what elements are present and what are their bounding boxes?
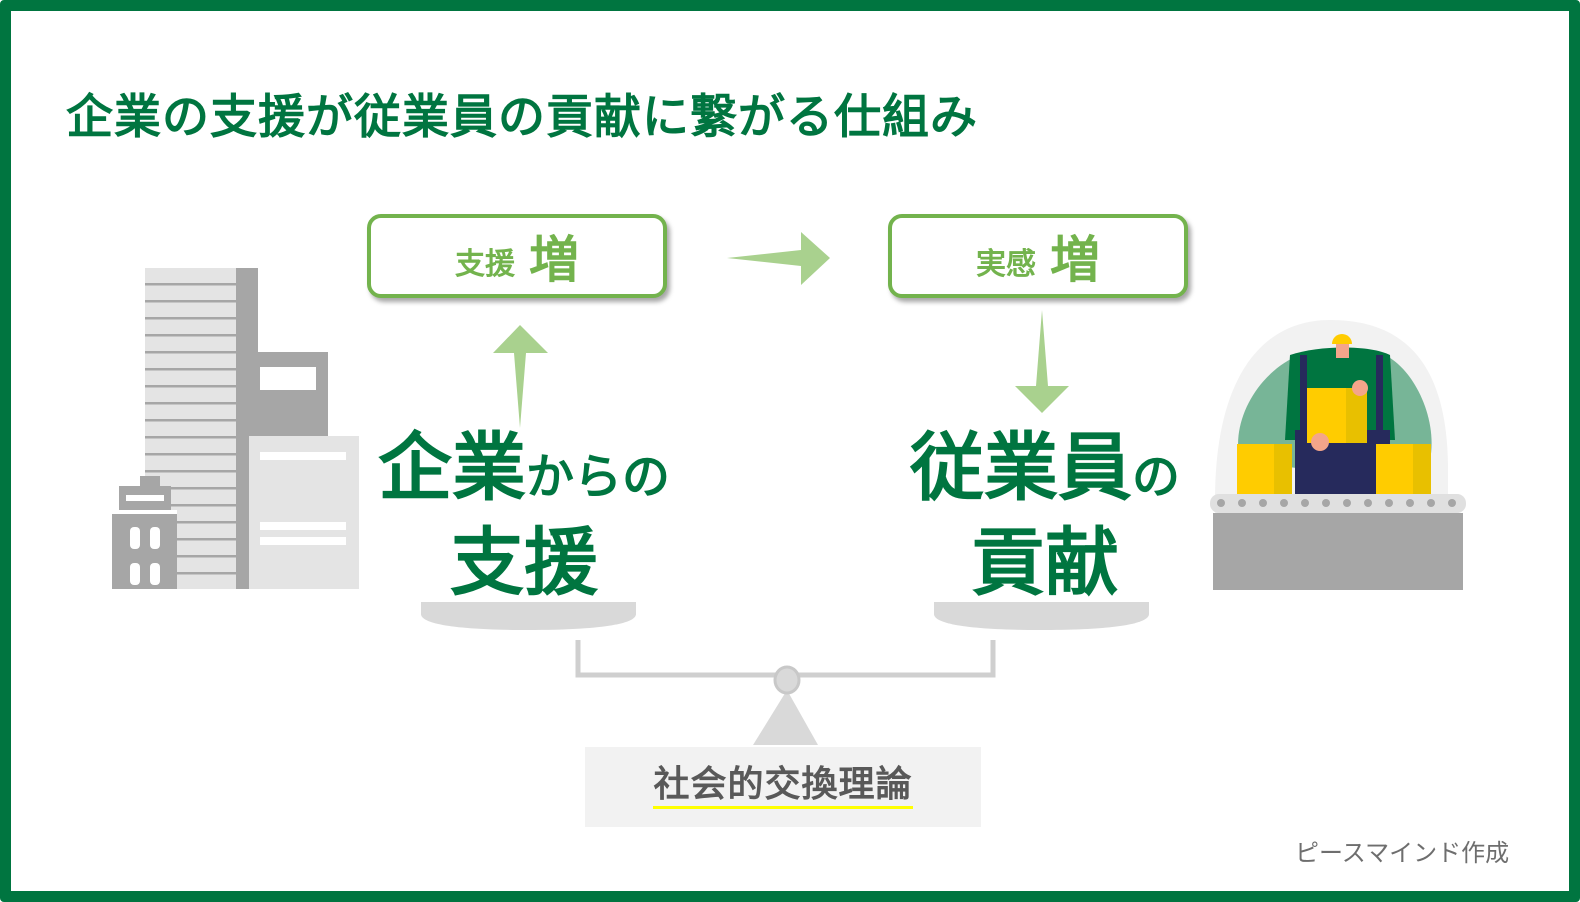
arrow-up-icon [493, 325, 548, 428]
company-support-line2: 支援 [450, 520, 598, 606]
support-increase-label: 支援 [455, 247, 515, 282]
support-increase-box: 支援 増 [367, 214, 667, 298]
employee-contribution-suffix: の [1131, 449, 1180, 505]
employee-contribution-main: 従業員 [909, 425, 1132, 511]
office-buildings-icon [112, 268, 359, 589]
theory-box: 社会的交換理論 [585, 747, 981, 827]
arrow-down-icon [1015, 310, 1069, 413]
theory-label: 社会的交換理論 [653, 765, 913, 809]
feeling-increase-label: 実感 [976, 247, 1036, 282]
credit-text: ピースマインド作成 [1295, 839, 1510, 867]
page-title: 企業の支援が従業員の貢献に繋がる仕組み [66, 90, 978, 145]
balance-scale-icon [421, 602, 1149, 745]
employee-contribution-line2: 貢献 [971, 520, 1119, 606]
feeling-increase-box: 実感 増 [888, 214, 1188, 298]
feeling-increase-value: 増 [1050, 231, 1100, 289]
employee-contribution-label: 従業員の 貢献 [900, 425, 1190, 606]
support-increase-value: 増 [529, 231, 579, 289]
arrow-right-icon [727, 232, 830, 285]
company-support-main: 企業 [377, 425, 526, 511]
company-support-label: 企業からの 支援 [374, 425, 674, 606]
factory-worker-icon [1210, 320, 1466, 590]
company-support-suffix: からの [525, 449, 670, 505]
